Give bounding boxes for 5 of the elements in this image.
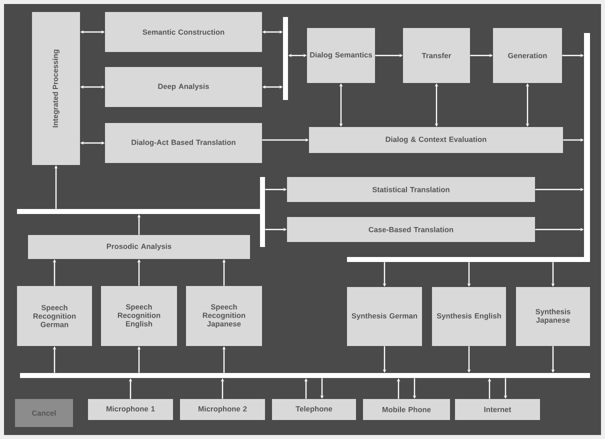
bus-bar bbox=[283, 17, 288, 100]
bus-bar bbox=[347, 257, 590, 262]
bus-bar bbox=[584, 33, 590, 257]
bus-bar bbox=[260, 177, 265, 247]
bus-bar bbox=[20, 373, 590, 378]
